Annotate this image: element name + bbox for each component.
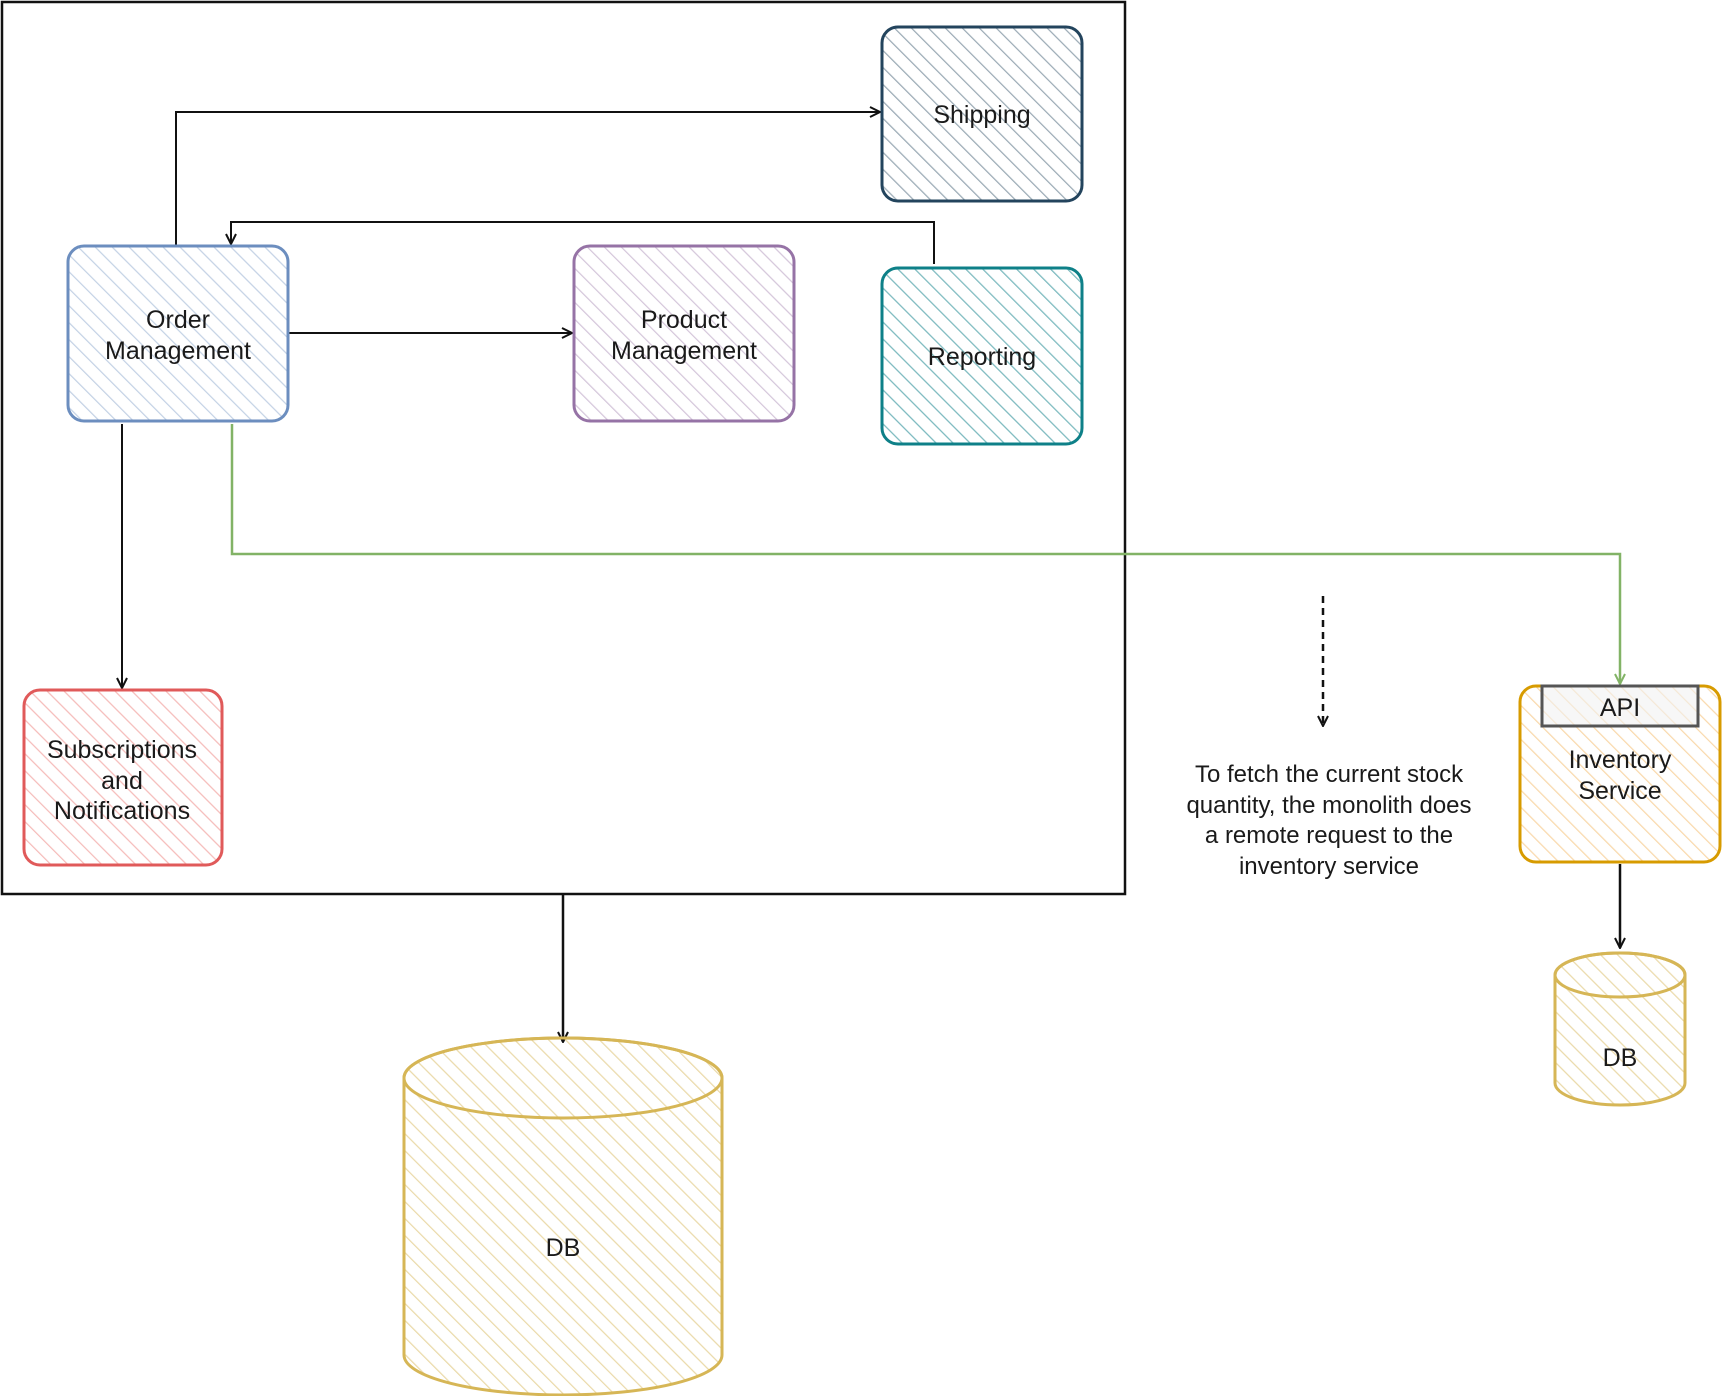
node-label: and: [101, 767, 143, 795]
database-label: DB: [1603, 1044, 1638, 1072]
edge-order-to-inventory: [230, 424, 1620, 684]
api-badge[interactable]: API: [1540, 684, 1700, 728]
node-order-management[interactable]: Order Management: [66, 244, 290, 423]
note-line: inventory service: [1239, 853, 1419, 880]
node-label: Order: [146, 306, 210, 334]
edge-reporting-to-order: [231, 221, 935, 264]
node-label: Inventory: [1569, 746, 1672, 774]
node-shipping[interactable]: Shipping: [880, 25, 1084, 203]
edges: [122, 112, 1620, 1042]
node-label: Management: [611, 337, 757, 365]
api-label: API: [1600, 694, 1640, 722]
note-line: To fetch the current stock: [1195, 761, 1464, 788]
node-label: Reporting: [928, 343, 1036, 371]
node-inventory-service[interactable]: API Inventory Service: [1518, 684, 1722, 864]
node-label: Subscriptions: [47, 736, 197, 764]
node-label: Product: [641, 306, 727, 334]
monolith-boundary: [0, 0, 1127, 896]
node-label: Shipping: [933, 101, 1030, 129]
node-label: Notifications: [54, 797, 190, 825]
database-inventory[interactable]: DB: [1553, 951, 1687, 1107]
database-main[interactable]: DB: [402, 1036, 724, 1396]
node-label: Service: [1578, 777, 1661, 805]
annotation-note: To fetch the current stock quantity, the…: [1186, 761, 1471, 880]
node-label: Management: [105, 337, 251, 365]
edge-order-to-shipping: [175, 112, 880, 245]
node-subscriptions-notifications[interactable]: Subscriptions and Notifications: [22, 688, 224, 867]
note-line: quantity, the monolith does: [1186, 792, 1471, 819]
database-label: DB: [546, 1234, 581, 1262]
node-reporting[interactable]: Reporting: [880, 266, 1084, 446]
node-product-management[interactable]: Product Management: [572, 244, 796, 423]
note-line: a remote request to the: [1205, 822, 1453, 849]
